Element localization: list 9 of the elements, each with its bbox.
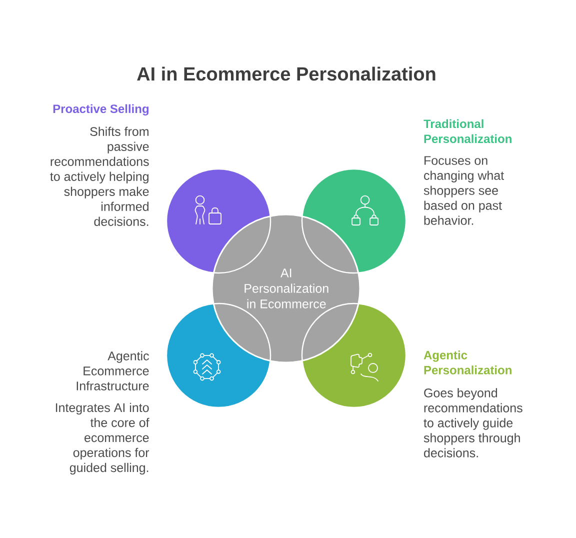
heading: Traditional Personalization — [424, 119, 512, 144]
description: Shifts from passive recommendations to actively helping shoppers make informed decisions. — [50, 126, 149, 226]
heading: Agentic Personalization — [424, 350, 512, 374]
heading: Agentic Ecommerce Infrastructure — [76, 351, 149, 390]
description: Integrates AI into the core of ecommerce operations for guided selling. — [56, 402, 150, 475]
description: Goes beyond recommendations to actively guide shoppers through decisions. — [424, 388, 522, 458]
title: AI in Ecommerce Personalization — [137, 66, 436, 81]
description: Focuses on changing what shoppers see based on past behavior. — [424, 156, 504, 225]
heading: Proactive Selling — [53, 104, 148, 116]
